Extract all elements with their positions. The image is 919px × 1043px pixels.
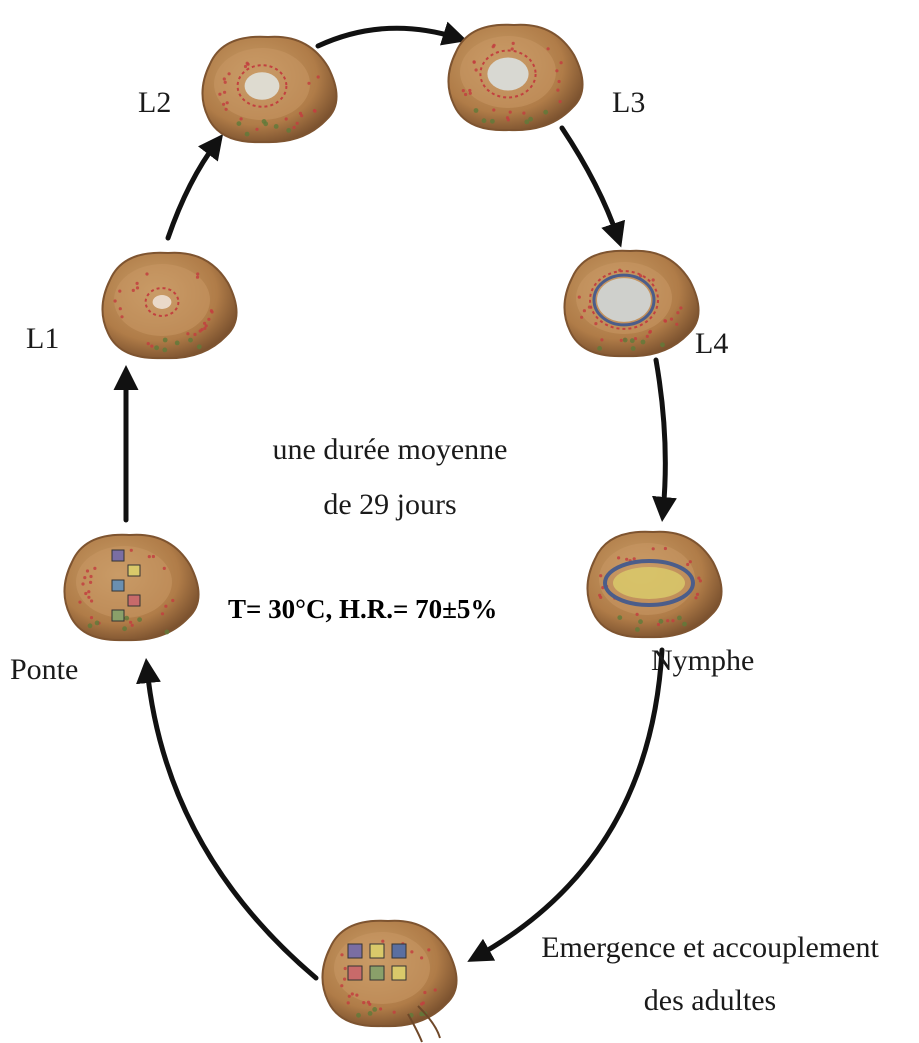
- stage-label-emergence-line-2: des adultes: [505, 984, 915, 1018]
- seed-l2: [202, 37, 336, 142]
- arrow-l2-to-l3: [318, 28, 458, 46]
- stage-label-nymphe: Nymphe: [651, 644, 754, 678]
- stage-label-l3: L3: [612, 86, 645, 120]
- seed-l1: [102, 253, 236, 358]
- arrow-l3-to-l4: [562, 128, 618, 238]
- stage-label-emergence-line-1: Emergence et accouplement: [505, 931, 915, 965]
- arrow-l1-to-l2: [168, 142, 217, 238]
- seed-l4: [564, 251, 698, 356]
- stage-label-ponte: Ponte: [10, 653, 78, 687]
- conditions-text: T= 30°C, H.R.= 70±5%: [228, 594, 497, 625]
- arrow-l4-to-nymphe: [656, 360, 665, 512]
- duration-line-2: de 29 jours: [225, 488, 555, 522]
- seed-l3: [448, 25, 582, 130]
- stage-label-l1: L1: [26, 322, 59, 356]
- arrow-emergence-to-ponte: [147, 668, 316, 978]
- stage-label-l4: L4: [695, 327, 728, 361]
- seed-ponte: [64, 535, 198, 640]
- seed-stages: [64, 25, 721, 1042]
- seed-emergence: [322, 921, 456, 1042]
- arrow-nymphe-to-emergence: [476, 650, 662, 957]
- duration-line-1: une durée moyenne: [225, 433, 555, 467]
- stage-label-l2: L2: [138, 86, 171, 120]
- seed-nymphe: [587, 532, 721, 637]
